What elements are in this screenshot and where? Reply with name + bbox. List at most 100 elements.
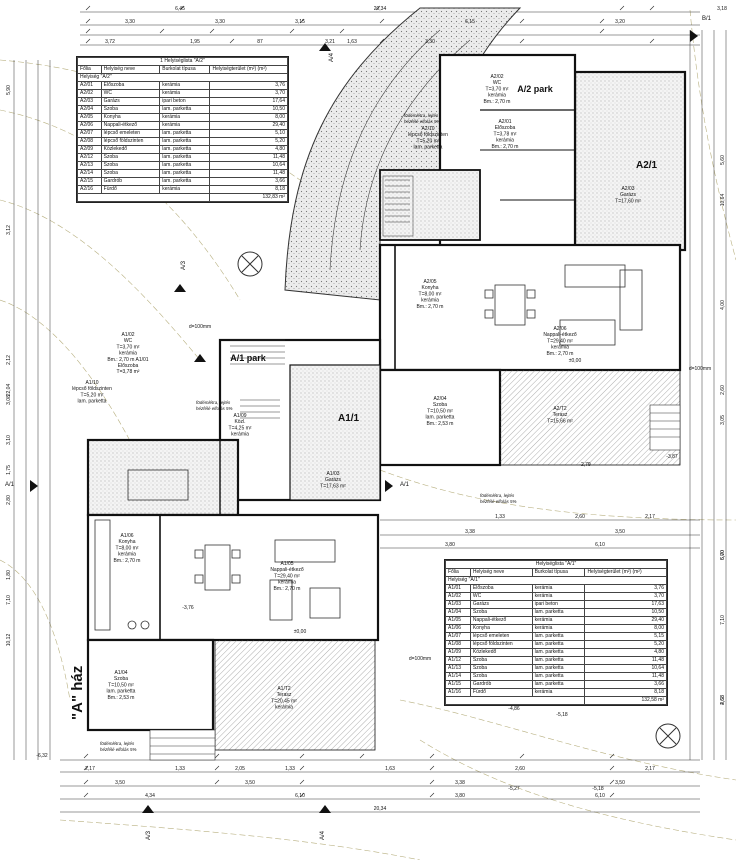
- table-cell: Előszoba: [100, 81, 161, 90]
- stair-a2: [382, 175, 414, 237]
- table-cell: Gardrób: [469, 680, 533, 689]
- table-cell: 5,15: [584, 632, 667, 641]
- table-cell: 5,10: [209, 129, 288, 138]
- slope-note: hézfélé elfolás 5%: [100, 747, 137, 752]
- room-label-wc1: Előszoba: [118, 363, 139, 369]
- dimension-label: 3,30: [125, 19, 135, 25]
- table-cell: A2/04: [77, 105, 102, 114]
- table-cell: 3,66: [584, 680, 667, 689]
- dimension-label: 3,15: [295, 19, 305, 25]
- dimension-label: 1,33: [495, 514, 505, 520]
- col-header: Helyiség neve: [469, 568, 533, 577]
- table-cell: A2/09: [77, 145, 102, 154]
- dimension-label: 6,10: [595, 542, 605, 548]
- table-cell: lam. parketta: [159, 177, 211, 186]
- room-label-wc1: A1/02: [121, 332, 134, 338]
- dimension-label: 2,12: [6, 355, 12, 365]
- dimension-label: 2,17: [645, 766, 655, 772]
- col-header: Helyiség neve: [100, 65, 161, 74]
- table-cell: Konyha: [469, 624, 533, 633]
- table-cell: 5,20: [584, 640, 667, 649]
- table-cell: 10,64: [584, 664, 667, 673]
- room-label-a1kon: A1/06: [120, 533, 133, 539]
- svg-text:A/1: A/1: [400, 482, 410, 488]
- dimension-label: -3,87: [666, 454, 678, 460]
- table-cell: A1/16: [445, 688, 471, 697]
- table-cell: A2/16: [77, 185, 102, 194]
- table-cell: 11,48: [584, 672, 667, 681]
- table-cell: kerámia: [531, 584, 586, 593]
- room-label-a2eat: A2/06: [553, 326, 566, 332]
- table-cell: Szoba: [469, 656, 533, 665]
- dimension-label: 4,00: [720, 300, 726, 310]
- dimension-label: 4,34: [145, 793, 155, 799]
- table-cell: ipari beton: [159, 97, 211, 106]
- table-cell: Gardrób: [100, 177, 161, 186]
- table-cell: 8,00: [209, 113, 288, 122]
- dimension-label: 3,21: [325, 39, 335, 45]
- dimension-label: -3,76: [182, 605, 194, 611]
- table-cell: Szoba: [469, 672, 533, 681]
- table-cell: lam. parketta: [531, 640, 586, 649]
- table-cell: A2/13: [77, 161, 102, 170]
- table-cell: Szoba: [100, 169, 161, 178]
- room-label-a1nap: Bm.: 2,70 m: [274, 586, 301, 592]
- col-header: Főlia: [77, 65, 102, 74]
- slope-note: födémlétra, lejtés: [480, 493, 515, 498]
- table-cell: lam. parketta: [159, 161, 211, 170]
- table-cell: lam. parketta: [531, 664, 586, 673]
- room-label-a2c: Előszoba: [495, 125, 516, 131]
- col-header: Helyiségterület (m²) (m²): [209, 65, 288, 74]
- dimension-label: 3,80: [455, 793, 465, 799]
- house-title: "A" ház: [69, 666, 86, 720]
- room-schedule-a1: Helyiséglista "A/1" Főlia Helyiség neve …: [444, 559, 668, 706]
- room-label-a2l: T=5,20 m²: [417, 138, 440, 144]
- table-cell: kerámia: [531, 616, 586, 625]
- table-cell: Szoba: [469, 608, 533, 617]
- dining-table-a2: [484, 264, 643, 346]
- room-label-a1nap: Nappali-étkező: [270, 567, 304, 573]
- dimension-label: 2,80: [6, 495, 12, 505]
- table-cell: A1/09: [445, 648, 471, 657]
- table-cell: A2/01: [77, 81, 102, 90]
- room-label-a1kon: Konyha: [119, 539, 136, 545]
- table-cell: A1/07: [445, 632, 471, 641]
- col-header: Burkolat típusa: [531, 568, 586, 577]
- table-cell: 3,70: [209, 89, 288, 98]
- dimension-label: 3,50: [245, 780, 255, 786]
- dimension-label: 5,60: [720, 155, 726, 165]
- dimension-label: 7,10: [6, 595, 12, 605]
- room-label-gar2: T=17,60 m²: [615, 198, 641, 204]
- table-cell: A2/07: [77, 129, 102, 138]
- room-label-a2sz: Bm.: 2,53 m: [427, 421, 454, 427]
- schedule-total: 132,58 m²: [584, 696, 667, 705]
- room-label-a1t: Terasz: [277, 692, 292, 698]
- room-label-a1t: kerámia: [275, 705, 293, 711]
- room-label-a1k: T=4,25 m²: [229, 425, 252, 431]
- table-cell: A2/12: [77, 153, 102, 162]
- room-label-a2eat: Bm.: 2,70 m: [547, 351, 574, 357]
- table-cell: 8,00: [584, 624, 667, 633]
- outdoor-steps: [149, 404, 681, 761]
- dimension-label: 3,08: [6, 395, 12, 405]
- dimension-label: 1,80: [6, 570, 12, 580]
- table-cell: A2/06: [77, 121, 102, 130]
- room-label-a1k: kerámia: [231, 432, 249, 438]
- room-label-wc2: Bm.: 2,70 m: [484, 99, 511, 105]
- room-label-wc1: T=3,78 m²: [117, 369, 140, 375]
- dimension-label: -5,18: [592, 786, 604, 792]
- room-label-gar2: Garázs: [620, 192, 637, 198]
- table-cell: Szoba: [100, 105, 161, 114]
